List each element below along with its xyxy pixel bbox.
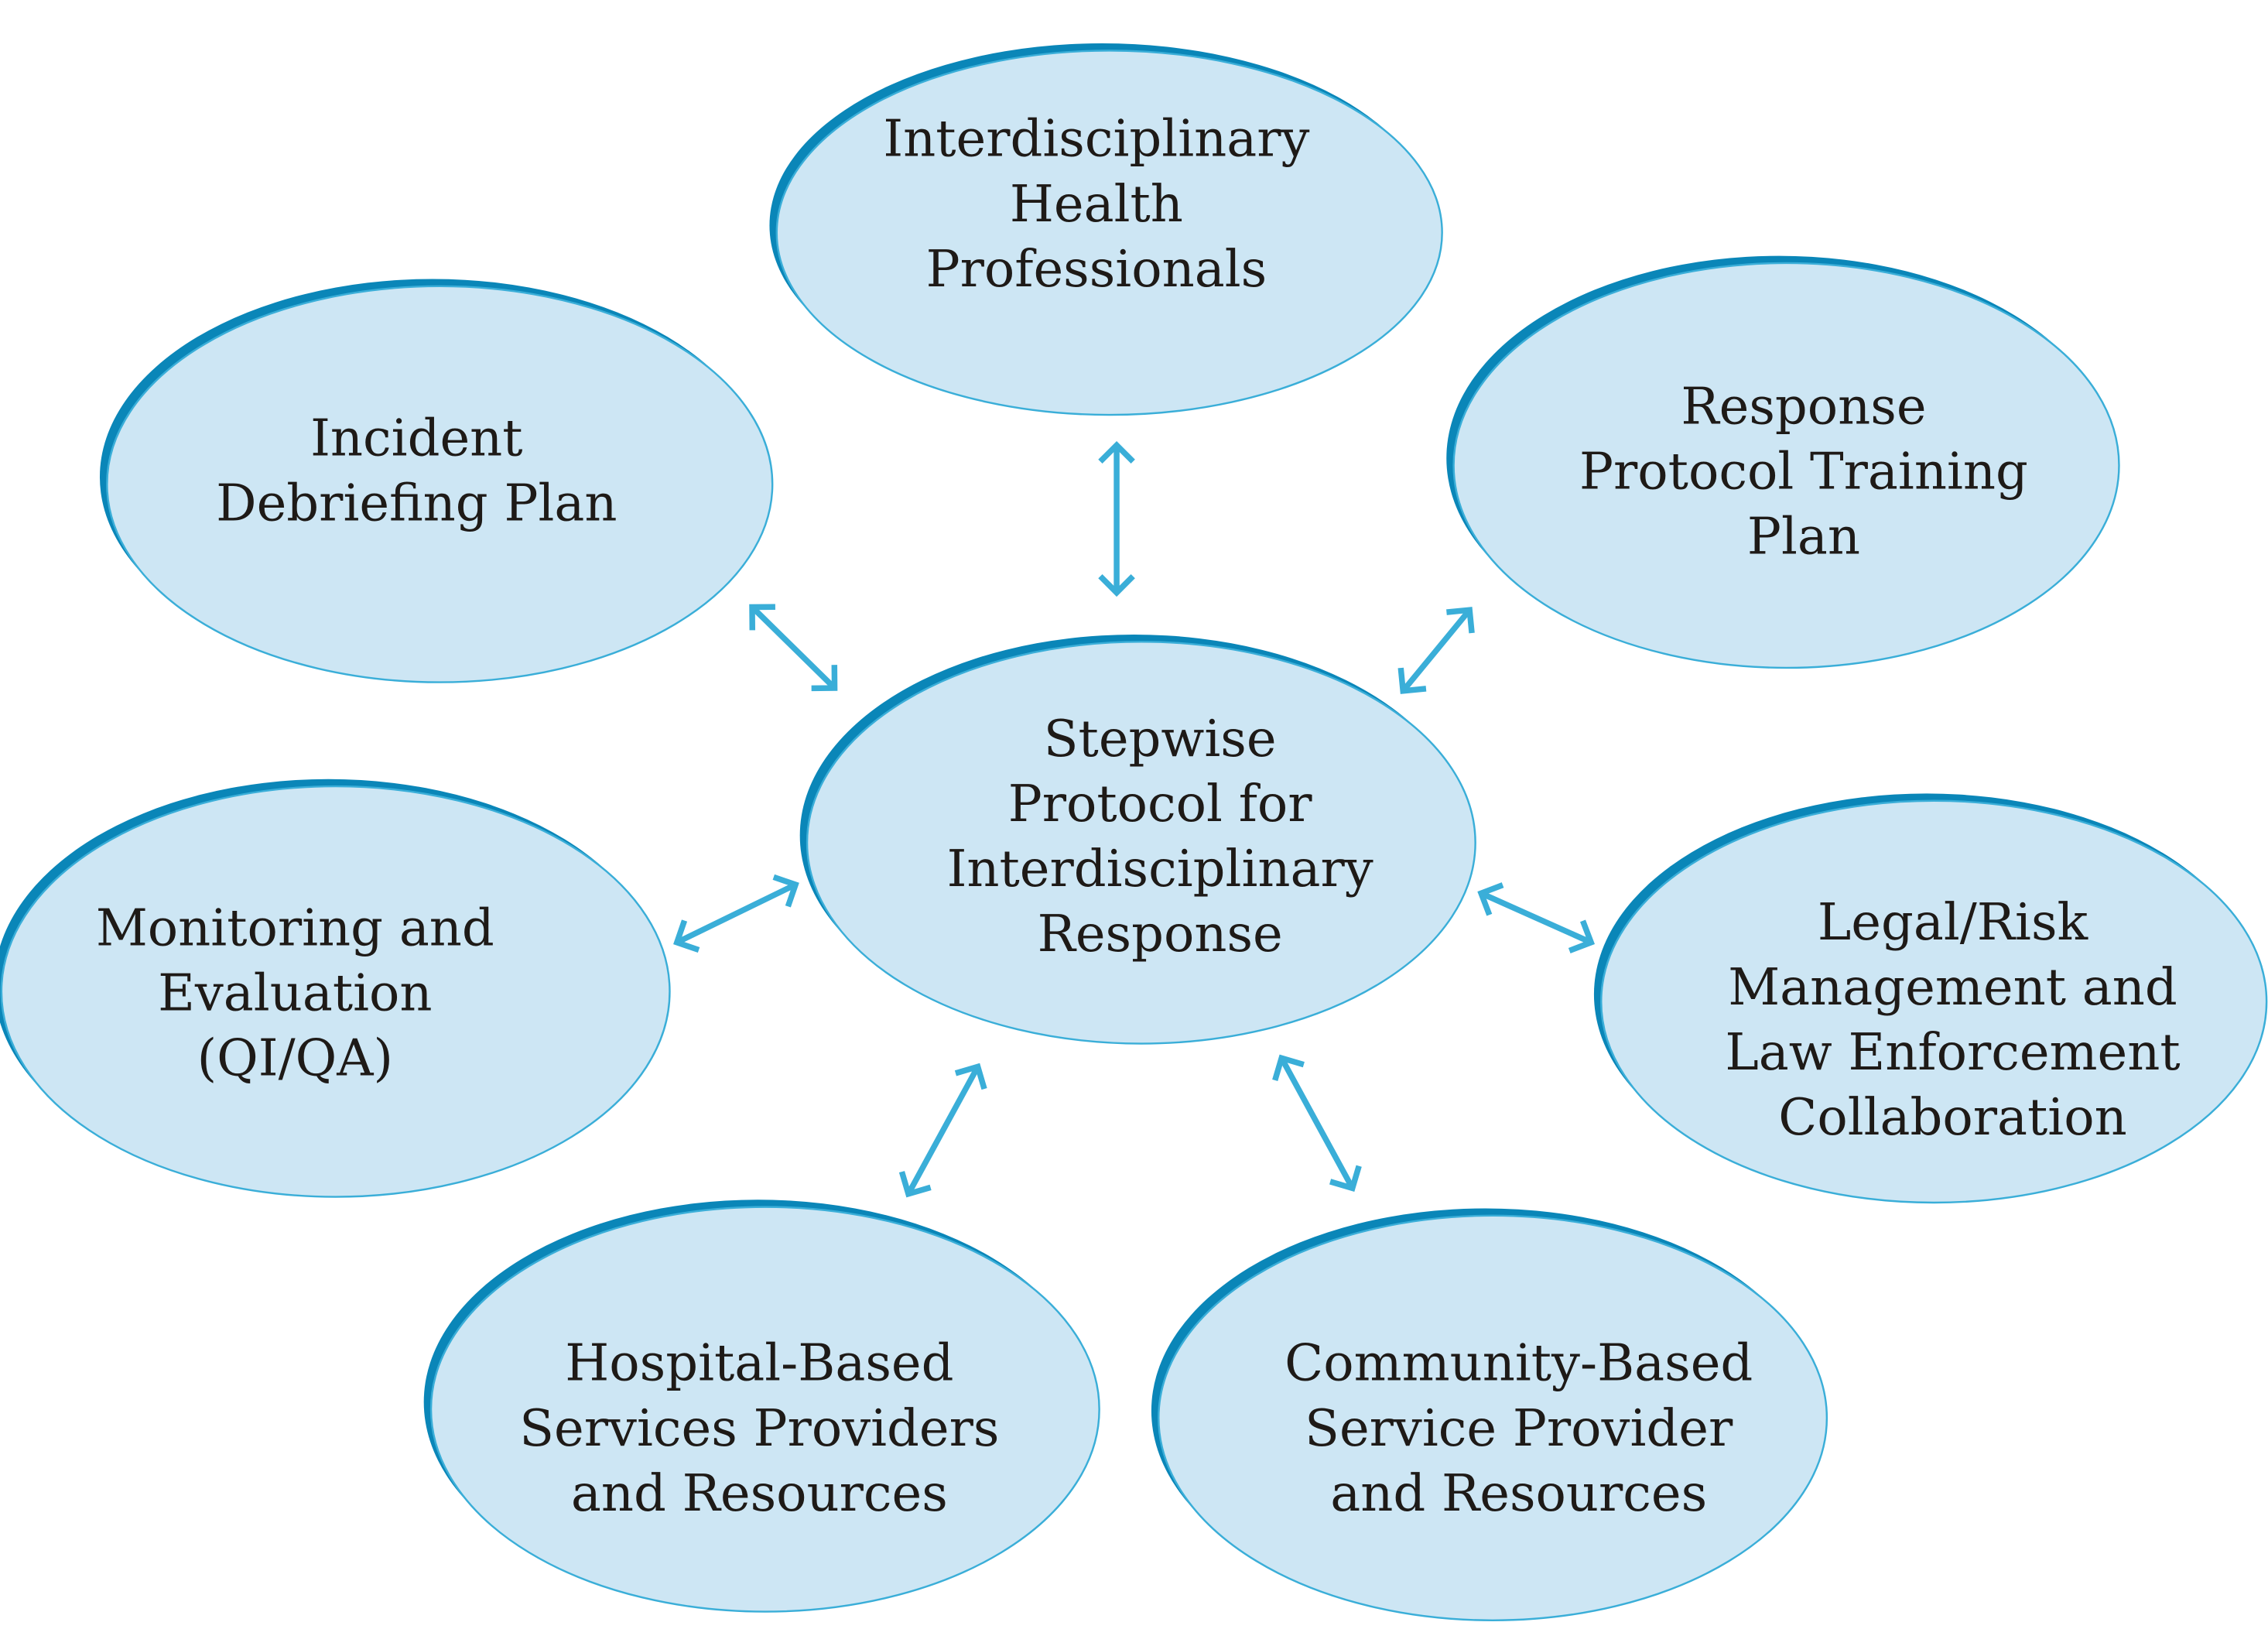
node-label-line: Professionals — [926, 240, 1267, 299]
arrowhead-inner — [1272, 1054, 1305, 1081]
node-label-line: Stepwise — [1044, 710, 1277, 768]
node-label-line: Evaluation — [158, 964, 432, 1023]
node-ellipse — [106, 285, 774, 683]
arrow-shaft — [905, 1065, 980, 1196]
arrowhead-outer — [898, 1171, 932, 1198]
arrowhead-inner — [1098, 574, 1135, 597]
node-label-line: Collaboration — [1778, 1088, 2126, 1147]
node-label-line: (QI/QA) — [197, 1029, 393, 1088]
node-label-line: Response — [1038, 905, 1283, 963]
node-label-line: and Resources — [571, 1464, 948, 1523]
arrow-shaft — [1401, 607, 1473, 693]
node-label-line: Services Providers — [519, 1399, 999, 1458]
node-label-line: Law Enforcement — [1725, 1023, 2180, 1082]
node-ellipse — [775, 50, 1443, 416]
node-label-line: Response — [1681, 377, 1926, 436]
arrowhead-inner — [772, 874, 799, 908]
node-label-line: Interdisciplinary — [883, 110, 1309, 169]
arrow-center-to-legal-risk-management — [1477, 882, 1596, 953]
arrow-center-to-incident-debriefing-plan — [749, 604, 838, 692]
node-label-line: Plan — [1747, 507, 1860, 566]
node-ellipse — [1600, 799, 2268, 1204]
arrow-center-to-interdisciplinary-health-professionals — [1098, 440, 1135, 597]
node-label-line: Protocol Training — [1579, 442, 2028, 501]
node-label-line: Community-Based — [1285, 1334, 1753, 1393]
arrow-center-to-hospital-based-services — [898, 1063, 987, 1198]
arrow-shaft — [1278, 1056, 1356, 1190]
arrowhead-inner — [1477, 882, 1504, 916]
node-label-line: Incident — [310, 409, 522, 467]
node-label-line: Hospital-Based — [565, 1334, 953, 1393]
arrowhead-outer — [1568, 919, 1596, 953]
node-ellipse — [806, 641, 1476, 1045]
node-label-line: Debriefing Plan — [216, 474, 617, 532]
node-label-line: Monitoring and — [96, 899, 494, 958]
arrow-center-to-response-protocol-training-plan — [1397, 607, 1475, 694]
node-label-line: Service Provider — [1305, 1399, 1733, 1458]
arrowhead-inner — [954, 1063, 987, 1090]
node-label-line: Interdisciplinary — [947, 840, 1373, 898]
node-label-line: Protocol for — [1008, 775, 1313, 833]
arrowhead-outer — [1446, 607, 1475, 634]
arrowhead-outer — [1329, 1165, 1362, 1192]
arrowhead-outer — [749, 604, 775, 631]
arrowhead-outer — [1098, 440, 1135, 464]
arrow-center-to-community-based-service — [1272, 1054, 1362, 1192]
arrowhead-inner — [1397, 667, 1427, 694]
node-label-line: and Resources — [1330, 1464, 1707, 1523]
arrow-shaft — [676, 881, 797, 946]
node-ellipse — [0, 785, 671, 1198]
node-ellipse — [1158, 1214, 1828, 1622]
arrow-shaft — [750, 604, 837, 690]
arrow-center-to-monitoring-and-evaluation — [673, 874, 799, 953]
node-label-line: Management and — [1728, 958, 2177, 1017]
node-label-line: Legal/Risk — [1818, 893, 2089, 952]
arrows-layer — [673, 440, 1596, 1198]
arrow-shaft — [1480, 890, 1592, 946]
node-ellipse — [429, 1206, 1100, 1613]
arrowhead-inner — [811, 665, 838, 692]
node-ellipse — [1452, 262, 2120, 669]
node-label-line: Health — [1010, 175, 1183, 234]
arrowhead-outer — [673, 919, 700, 953]
